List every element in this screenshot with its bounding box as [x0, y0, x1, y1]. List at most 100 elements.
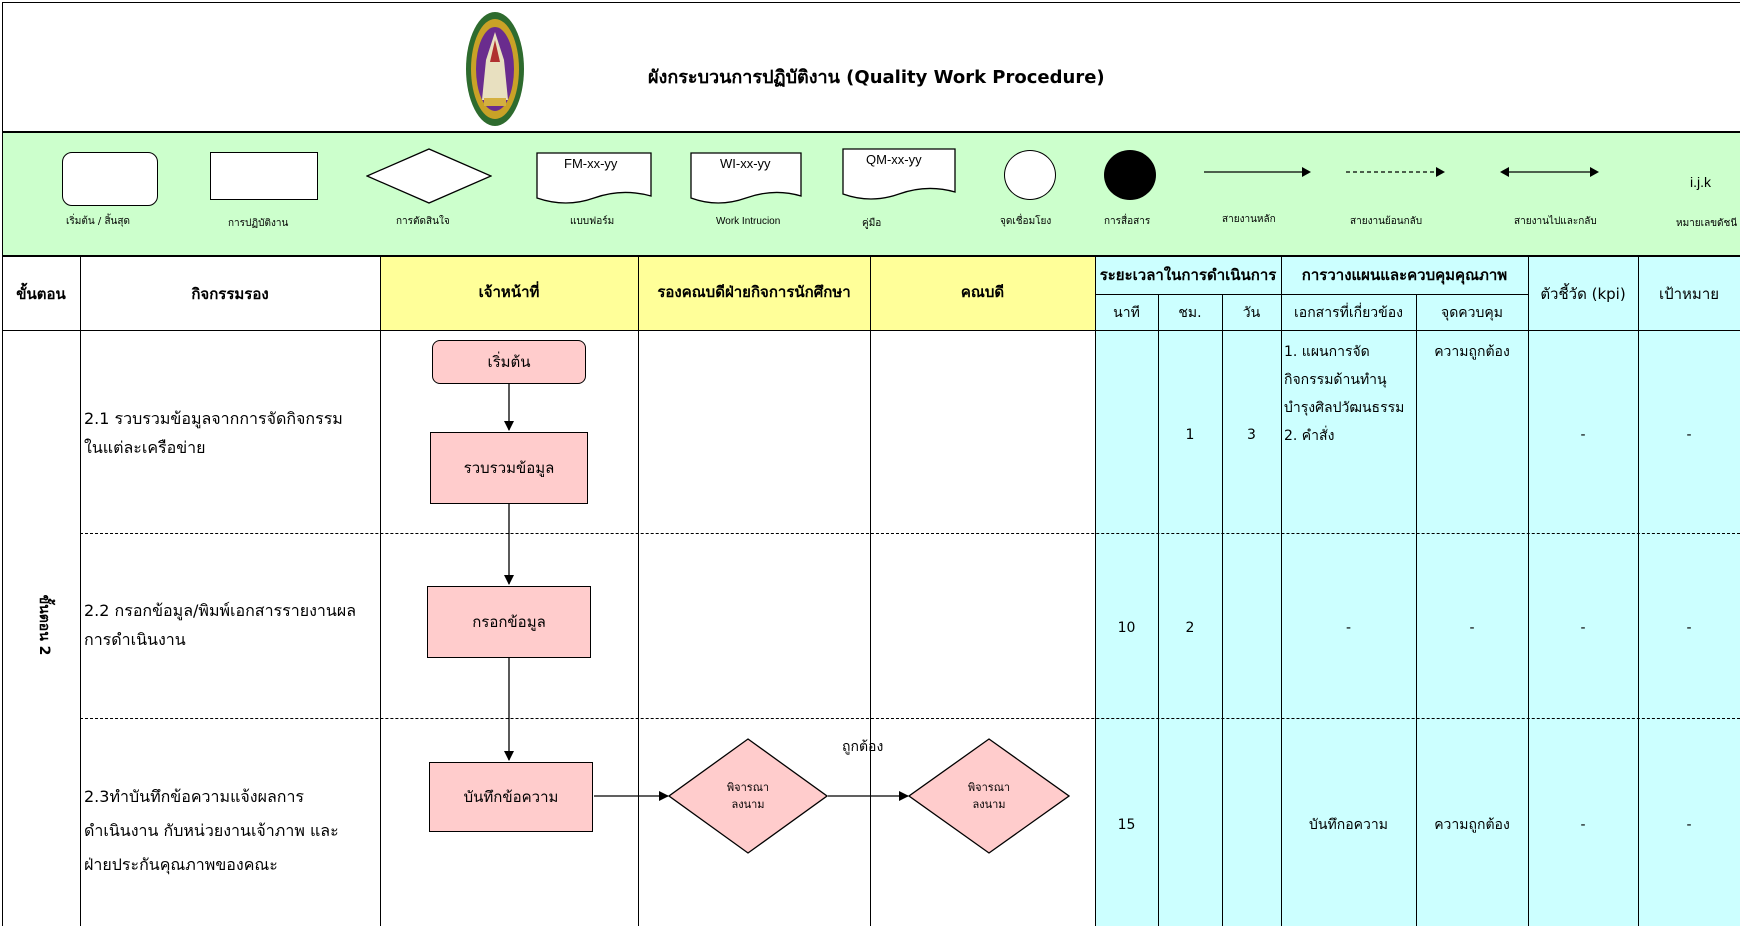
legend-decision-label: การตัดสินใจ	[396, 216, 450, 227]
legend-qm-doc-shape	[842, 148, 956, 200]
activity-2-3: 2.3ทำบันทึกข้อความแจ้งผลการ ดำเนินงาน กั…	[84, 780, 339, 882]
col-header-hour: ชม.	[1178, 304, 1202, 321]
col-header-control-point: จุดควบคุม	[1440, 304, 1503, 321]
legend-twoway-line-arrow	[1500, 167, 1599, 177]
grid-line	[1528, 256, 1529, 926]
flow-correct-label: ถูกต้อง	[842, 739, 884, 755]
legend-qm-code: QM-xx-yy	[866, 152, 922, 167]
legend-index-label: หมายเลขดัชนี	[1676, 218, 1738, 229]
col-header-day: วัน	[1242, 304, 1261, 321]
doc-line: 2. คำสั่ง	[1284, 428, 1335, 444]
col-header-activity: กิจกรรมรอง	[191, 284, 269, 303]
row2-docs: -	[1345, 620, 1352, 636]
col-header-minute: นาที	[1113, 304, 1140, 321]
decision-line: ลงนาม	[972, 798, 1006, 811]
legend-process-label: การปฏิบัติงาน	[228, 218, 289, 229]
row3-kpi: -	[1580, 817, 1586, 833]
grid-line	[1095, 256, 1096, 926]
flow-consider-decision-1	[668, 738, 828, 854]
row2-hour: 2	[1185, 620, 1195, 636]
legend-return-line-label: สายงานย้อนกลับ	[1350, 216, 1423, 227]
lane-header-bg	[380, 256, 1095, 331]
grid-line	[638, 256, 639, 926]
legend-communication-shape	[1104, 150, 1156, 200]
row2-kpi: -	[1580, 620, 1586, 636]
grid-line	[380, 256, 381, 926]
flow-fill-process: กรอกข้อมูล	[427, 586, 591, 658]
row2-minute: 10	[1117, 620, 1136, 636]
activity-line: 2.1 รวบรวมข้อมูลจากการจัดกิจกรรม	[84, 409, 343, 428]
grid-line	[80, 256, 81, 926]
grid-line	[2, 330, 1740, 331]
legend-form-label: แบบฟอร์ม	[570, 216, 615, 227]
legend-twoway-line-label: สายงานไปและกลับ	[1514, 216, 1597, 227]
row-divider	[80, 533, 1740, 534]
grid-line	[1416, 294, 1417, 926]
activity-2-1: 2.1 รวบรวมข้อมูลจากการจัดกิจกรรม ในแต่ละ…	[84, 404, 343, 462]
legend-decision-shape	[366, 148, 492, 204]
col-header-target: เป้าหมาย	[1658, 284, 1720, 303]
legend-main-line-arrow	[1204, 167, 1311, 177]
row1-hour: 1	[1185, 427, 1195, 443]
grid-line	[1638, 256, 1639, 926]
activity-line: ดำเนินงาน กับหน่วยงานเจ้าภาพ และ	[84, 821, 339, 840]
legend-wi-code: WI-xx-yy	[720, 156, 771, 171]
decision-line: พิจารณา	[967, 781, 1011, 794]
row3-target: -	[1686, 817, 1692, 833]
col-header-dean: คณบดี	[960, 283, 1005, 301]
right-panel-bg	[1095, 256, 1740, 926]
legend-index-code: i.j.k	[1690, 174, 1711, 190]
decision-line: พิจารณา	[726, 781, 770, 794]
row1-control: ความถูกต้อง	[1434, 344, 1510, 360]
col-header-deputy-dean: รองคณบดีฝ่ายกิจการนักศึกษา	[657, 283, 851, 301]
col-header-officer: เจ้าหน้าที่	[478, 283, 540, 301]
col-header-planning: การวางแผนและควบคุมคุณภาพ	[1301, 266, 1508, 284]
decision-line: ลงนาม	[731, 798, 765, 811]
legend-connector-shape	[1004, 150, 1056, 200]
grid-line	[2, 256, 1740, 257]
legend-wi-doc-shape	[690, 152, 802, 204]
legend-communication-label: การสื่อสาร	[1104, 216, 1151, 227]
legend-qm-label: คู่มือ	[862, 218, 882, 229]
row3-minute: 15	[1117, 817, 1136, 833]
doc-line: กิจกรรมด้านทำนุ	[1284, 372, 1387, 388]
activity-2-2: 2.2 กรอกข้อมูล/พิมพ์เอกสารรายงานผล การดำ…	[84, 596, 356, 654]
university-seal-logo	[464, 10, 526, 128]
row2-target: -	[1686, 620, 1692, 636]
activity-line: 2.2 กรอกข้อมูล/พิมพ์เอกสารรายงานผล	[84, 601, 357, 620]
col-header-kpi: ตัวชี้วัด (kpi)	[1540, 284, 1626, 303]
legend-main-line-label: สายงานหลัก	[1222, 214, 1276, 225]
flow-memo-process: บันทึกข้อความ	[429, 762, 593, 832]
legend-form-doc-shape	[536, 152, 652, 204]
flow-consider-decision-2	[908, 738, 1070, 854]
doc-line: 1. แผนการจัด	[1284, 344, 1370, 360]
legend-wi-label: Work Intrucion	[716, 216, 781, 227]
legend-connector-label: จุดเชื่อมโยง	[1000, 216, 1052, 227]
flow-consider-label-2: พิจารณา ลงนาม	[908, 776, 1070, 816]
row-divider	[80, 718, 1740, 719]
row1-day: 3	[1247, 427, 1256, 443]
grid-line	[2, 256, 3, 926]
row2-control: -	[1469, 620, 1475, 636]
grid-line	[1281, 256, 1282, 926]
row1-kpi: -	[1580, 427, 1586, 443]
legend-form-code: FM-xx-yy	[564, 156, 618, 171]
legend-process-shape	[210, 152, 318, 200]
doc-line: บำรุงศิลปวัฒนธรรม	[1284, 400, 1405, 416]
activity-line: 2.3ทำบันทึกข้อความแจ้งผลการ	[84, 787, 305, 806]
row1-target: -	[1686, 427, 1692, 443]
row1-docs: 1. แผนการจัด กิจกรรมด้านทำนุ บำรุงศิลปวั…	[1284, 338, 1404, 450]
activity-line: การดำเนินงาน	[84, 630, 186, 649]
col-header-step: ขั้นตอน	[16, 284, 66, 303]
grid-line	[1158, 294, 1159, 926]
legend-terminator-shape	[62, 152, 158, 206]
grid-line	[1095, 294, 1528, 295]
title-bar	[2, 2, 1740, 132]
flow-start-terminator: เริ่มต้น	[432, 340, 586, 384]
flow-collect-process: รวบรวมข้อมูล	[430, 432, 588, 504]
legend-return-line-arrow	[1346, 167, 1445, 177]
activity-line: ฝ่ายประกันคุณภาพของคณะ	[84, 855, 278, 874]
col-header-related-docs: เอกสารที่เกี่ยวข้อง	[1294, 304, 1403, 321]
grid-line	[870, 256, 871, 926]
